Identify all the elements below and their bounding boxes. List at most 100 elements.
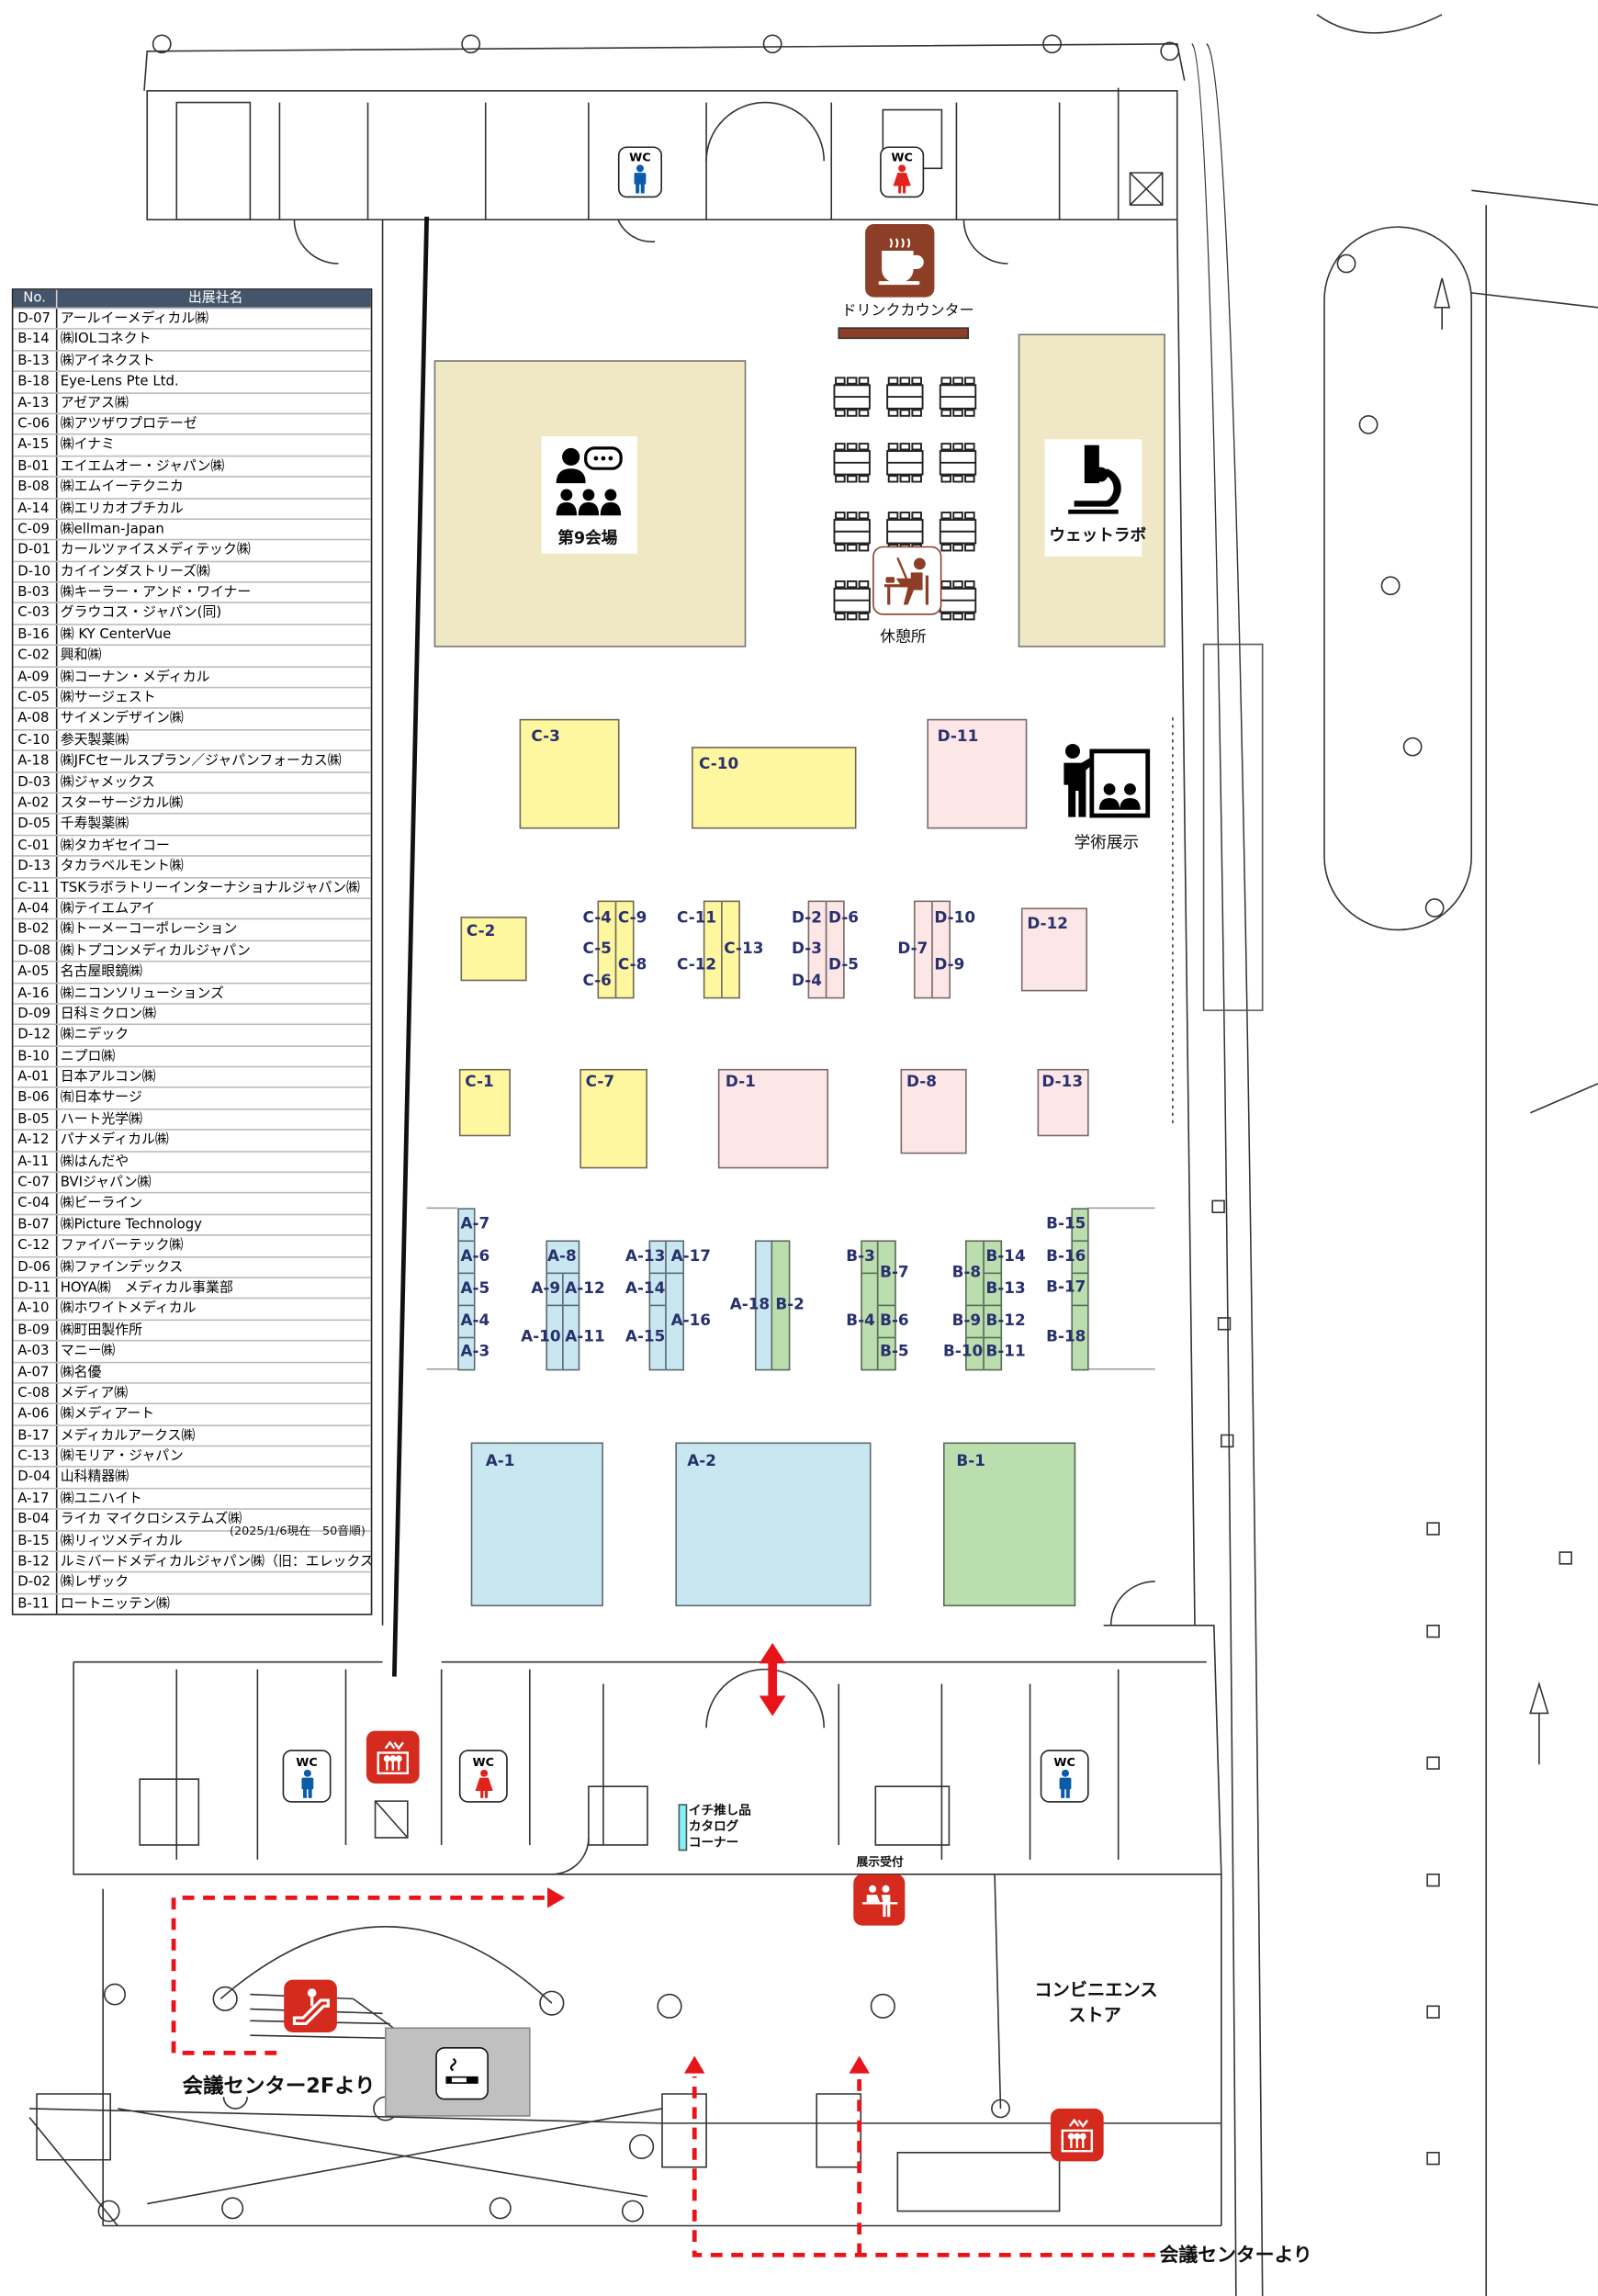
booth-label-a-6[interactable]: A-6 <box>460 1247 490 1266</box>
booth-label-c-10[interactable]: C-10 <box>699 755 739 773</box>
booth-label-d-6[interactable]: D-6 <box>828 909 860 928</box>
booth[interactable] <box>519 718 620 829</box>
booth-label-a-4[interactable]: A-4 <box>460 1311 490 1330</box>
booth-label-a-10[interactable]: A-10 <box>521 1328 561 1346</box>
booth-label-b-16[interactable]: B-16 <box>1046 1247 1086 1266</box>
booth-label-b-14[interactable]: B-14 <box>985 1247 1026 1266</box>
booth-label-a-17[interactable]: A-17 <box>670 1247 712 1266</box>
booth-label-b-8[interactable]: B-8 <box>951 1263 982 1282</box>
booth-label-d-1[interactable]: D-1 <box>725 1073 756 1091</box>
booth-label-b-3[interactable]: B-3 <box>846 1247 875 1266</box>
booth-label-d-9[interactable]: D-9 <box>934 956 965 974</box>
booth-label-c-1[interactable]: C-1 <box>465 1073 494 1091</box>
booth[interactable] <box>665 1272 685 1371</box>
booth[interactable] <box>1037 1068 1089 1137</box>
booth-number: D-03 <box>13 772 58 793</box>
booth[interactable] <box>470 1442 603 1607</box>
booth[interactable] <box>931 900 951 999</box>
booth[interactable] <box>458 1068 511 1137</box>
booth-number: D-13 <box>13 856 58 877</box>
booth-label-c-4[interactable]: C-4 <box>582 909 612 928</box>
booth-label-a-14[interactable]: A-14 <box>625 1279 666 1298</box>
booth-label-b-2[interactable]: B-2 <box>775 1296 805 1314</box>
booth-label-a-8[interactable]: A-8 <box>547 1247 577 1266</box>
booth-label-a-2[interactable]: A-2 <box>687 1452 716 1470</box>
booth[interactable] <box>771 1240 791 1371</box>
booth-label-a-12[interactable]: A-12 <box>565 1279 605 1298</box>
exhibitor-name: 日科ミクロン㈱ <box>60 1006 156 1022</box>
booth[interactable] <box>717 1068 829 1169</box>
booth-label-c-5[interactable]: C-5 <box>582 940 612 958</box>
booth[interactable] <box>927 718 1028 829</box>
booth-label-c-7[interactable]: C-7 <box>585 1073 615 1091</box>
booth-label-a-11[interactable]: A-11 <box>565 1328 605 1346</box>
booth[interactable] <box>692 747 857 829</box>
booth-label-c-2[interactable]: C-2 <box>466 922 496 940</box>
booth-label-d-13[interactable]: D-13 <box>1041 1073 1084 1091</box>
booth[interactable] <box>900 1068 967 1154</box>
booth[interactable] <box>675 1442 872 1607</box>
booth-label-c-13[interactable]: C-13 <box>724 940 764 958</box>
booth-label-d-2[interactable]: D-2 <box>791 909 822 928</box>
booth-label-b-11[interactable]: B-11 <box>985 1343 1026 1361</box>
booth-label-b-7[interactable]: B-7 <box>880 1263 909 1282</box>
booth[interactable] <box>580 1068 647 1169</box>
booth-number: C-11 <box>13 877 58 898</box>
booth-label-a-13[interactable]: A-13 <box>625 1247 666 1266</box>
table-row: A-14㈱エリカオプチカル <box>13 497 371 519</box>
booth[interactable] <box>614 900 635 999</box>
booth-label-c-8[interactable]: C-8 <box>617 956 647 974</box>
booth-label-b-1[interactable]: B-1 <box>956 1452 985 1470</box>
booth[interactable] <box>1020 907 1088 992</box>
exhibitor-name: BVIジャパン㈱ <box>60 1174 152 1191</box>
booth[interactable] <box>721 900 740 999</box>
booth-label-b-12[interactable]: B-12 <box>985 1311 1026 1330</box>
exhibitor-name: ㈱サージェスト <box>60 690 156 706</box>
booth-label-c-11[interactable]: C-11 <box>677 909 717 928</box>
booth-label-a-7[interactable]: A-7 <box>460 1215 490 1233</box>
booth-label-d-7[interactable]: D-7 <box>897 940 928 958</box>
booth-label-d-4[interactable]: D-4 <box>791 972 822 990</box>
booth[interactable] <box>1071 1304 1089 1371</box>
booth-label-b-17[interactable]: B-17 <box>1046 1277 1086 1297</box>
booth[interactable] <box>562 1304 580 1371</box>
booth-label-a-18[interactable]: A-18 <box>729 1296 771 1314</box>
booth-label-c-6[interactable]: C-6 <box>582 972 612 990</box>
booth-label-d-3[interactable]: D-3 <box>791 940 822 958</box>
booth-label-a-5[interactable]: A-5 <box>460 1279 490 1298</box>
booth[interactable] <box>825 900 845 999</box>
booth-label-d-12[interactable]: D-12 <box>1027 915 1069 933</box>
booth-label-a-15[interactable]: A-15 <box>625 1328 666 1346</box>
booth-label-c-12[interactable]: C-12 <box>677 956 717 974</box>
booth-label-b-5[interactable]: B-5 <box>880 1343 909 1361</box>
booth-label-b-10[interactable]: B-10 <box>943 1343 984 1361</box>
booth-label-b-15[interactable]: B-15 <box>1046 1215 1086 1233</box>
booth-label-a-16[interactable]: A-16 <box>670 1311 712 1330</box>
booth-label-d-10[interactable]: D-10 <box>934 909 976 928</box>
booth[interactable] <box>460 917 527 982</box>
booth-label-d-5[interactable]: D-5 <box>828 956 860 974</box>
booth-label-a-3[interactable]: A-3 <box>460 1343 490 1361</box>
booth-label-d-11[interactable]: D-11 <box>937 727 979 746</box>
booth-label-d-8[interactable]: D-8 <box>906 1073 937 1091</box>
booth-label-b-4[interactable]: B-4 <box>846 1311 875 1330</box>
booth-label-c-3[interactable]: C-3 <box>531 727 560 746</box>
catalog-corner-marker[interactable] <box>678 1804 688 1851</box>
booth[interactable] <box>943 1442 1076 1607</box>
booth-label-a-1[interactable]: A-1 <box>485 1452 515 1470</box>
booth-label-b-6[interactable]: B-6 <box>880 1311 909 1330</box>
booth-label-b-18[interactable]: B-18 <box>1046 1328 1086 1346</box>
booth-label-b-9[interactable]: B-9 <box>951 1311 982 1330</box>
booth[interactable] <box>983 1336 1003 1371</box>
booth[interactable] <box>546 1240 580 1275</box>
booth[interactable] <box>876 1336 896 1371</box>
booth-label-b-13[interactable]: B-13 <box>985 1279 1026 1298</box>
booth-label-a-9[interactable]: A-9 <box>531 1279 561 1298</box>
booth-label-c-9[interactable]: C-9 <box>617 909 647 928</box>
exhibitor-name: スターサージカル㈱ <box>60 794 184 812</box>
table-row: D-08㈱トプコンメディカルジャパン <box>13 940 371 962</box>
booth[interactable] <box>457 1336 476 1371</box>
